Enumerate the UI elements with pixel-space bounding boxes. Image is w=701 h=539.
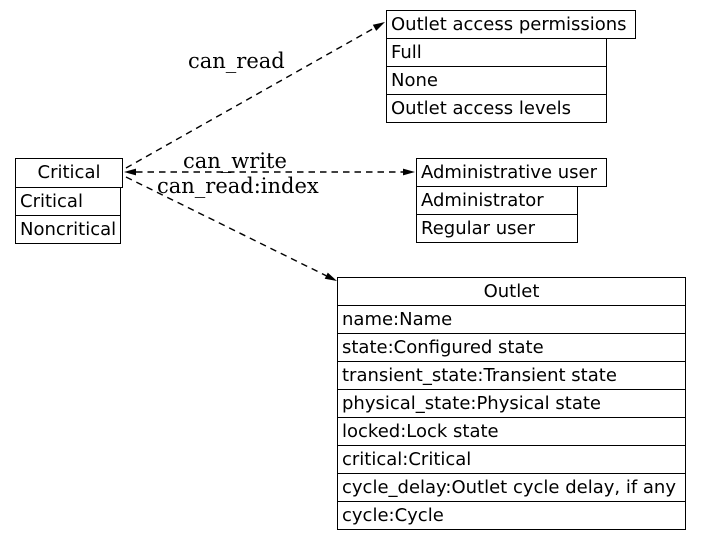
node-critical-row: Noncritical [15, 215, 121, 244]
node-outlet-access-permissions-row: Outlet access levels [386, 94, 607, 123]
node-outlet-row: physical_state:Physical state [337, 389, 686, 418]
edge-label-can-write: can_write [183, 149, 287, 173]
arrowhead-can-read [372, 22, 385, 31]
arrowhead-to-administrative-user [403, 168, 415, 176]
edge-label-can-read: can_read [188, 49, 285, 73]
node-administrative-user-row: Administrator [416, 186, 578, 215]
node-outlet-title: Outlet [337, 277, 686, 306]
arrowhead-to-critical [124, 168, 136, 176]
node-outlet-row: critical:Critical [337, 445, 686, 474]
node-outlet-row: name:Name [337, 305, 686, 334]
edge-label-can-read-index: can_read:index [157, 174, 319, 198]
node-outlet-row: transient_state:Transient state [337, 361, 686, 390]
node-administrative-user-row: Regular user [416, 214, 578, 243]
node-outlet-row: locked:Lock state [337, 417, 686, 446]
node-outlet-access-permissions-row: Full [386, 38, 607, 67]
node-outlet-row: cycle_delay:Outlet cycle delay, if any [337, 473, 686, 502]
node-administrative-user-title: Administrative user [416, 158, 607, 187]
node-outlet-access-permissions-row: None [386, 66, 607, 95]
node-outlet-row: cycle:Cycle [337, 501, 686, 530]
arrowhead-to-outlet [324, 272, 337, 281]
node-outlet-access-permissions-title: Outlet access permissions [386, 10, 636, 39]
node-critical-title: Critical [15, 158, 123, 188]
node-outlet-row: state:Configured state [337, 333, 686, 362]
node-critical-row: Critical [15, 187, 121, 216]
